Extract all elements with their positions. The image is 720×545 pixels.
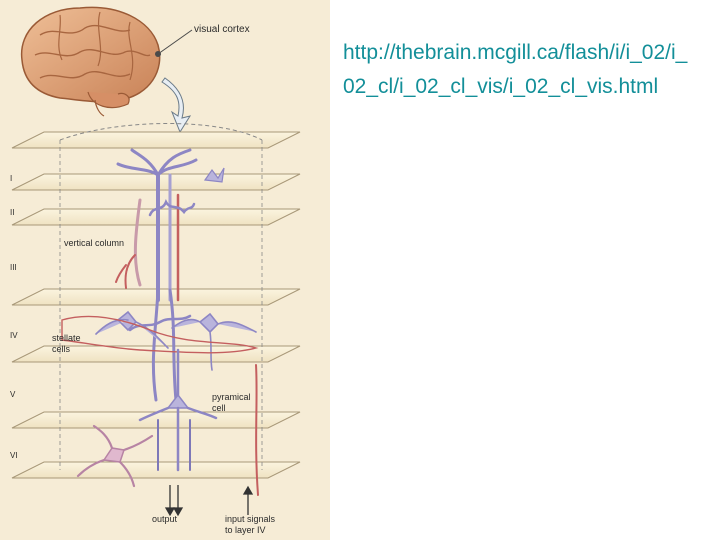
vertical-column-label: vertical column — [64, 238, 124, 248]
visual-cortex-figure: visual cortex I II III IV V VI — [0, 0, 330, 540]
zoom-arrow — [161, 77, 192, 134]
layer-label-IV: IV — [10, 331, 18, 340]
stellate-cells-label-1: stellate — [52, 333, 81, 343]
layer-label-V: V — [10, 390, 16, 399]
layer-label-I: I — [10, 174, 12, 183]
source-url-link[interactable]: http://thebrain.mcgill.ca/flash/i/i_02/i… — [343, 41, 688, 98]
cortex-layers-diagram: visual cortex I II III IV V VI — [10, 6, 301, 535]
pyramical-cell-label-1: pyramical — [212, 392, 251, 402]
input-signals-label-2: to layer IV — [225, 525, 266, 535]
pyramical-cell-label-2: cell — [212, 403, 226, 413]
stellate-cells-label-2: cells — [52, 344, 71, 354]
layer-label-III: III — [10, 263, 17, 272]
visual-cortex-label: visual cortex — [194, 24, 250, 35]
signal-arrows — [164, 485, 254, 517]
input-signals-label-1: input signals — [225, 514, 276, 524]
output-label: output — [152, 514, 178, 524]
brain-illustration — [20, 6, 193, 117]
layer-label-VI: VI — [10, 451, 18, 460]
vertical-column-neurons — [61, 148, 259, 496]
layer-label-II: II — [10, 208, 14, 217]
